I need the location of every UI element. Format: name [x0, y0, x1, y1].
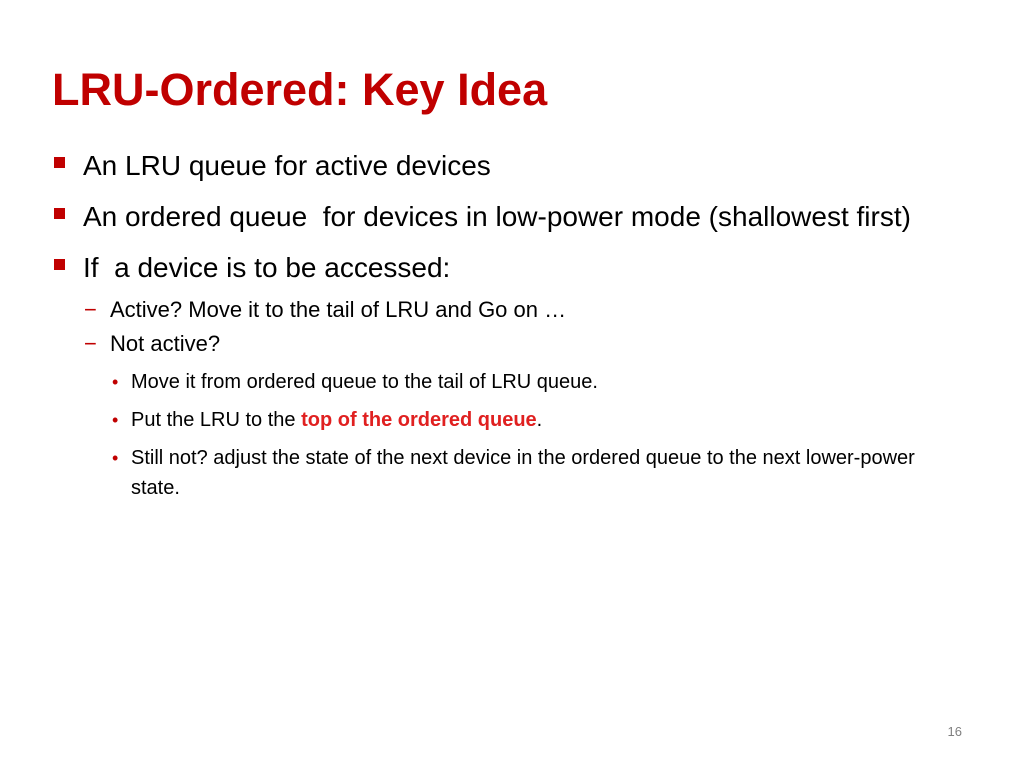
- dot-bullet-icon: •: [112, 372, 119, 392]
- sub-bullet-text: Not active?: [110, 331, 221, 356]
- bullet-item: If a device is to be accessed:: [50, 248, 950, 287]
- sub-sub-bullet-prefix: Put the LRU to the: [131, 409, 302, 431]
- sub-sub-bullet-text: Move it from ordered queue to the tail o…: [131, 371, 598, 393]
- square-bullet-icon: [54, 157, 65, 168]
- dash-bullet-icon: −: [84, 331, 97, 356]
- page-number: 16: [947, 724, 962, 739]
- dot-bullet-icon: •: [112, 448, 119, 468]
- sub-sub-bullet-item: • Move it from ordered queue to the tail…: [50, 367, 950, 397]
- sub-sub-bullet-text: Still not? adjust the state of the next …: [131, 447, 915, 499]
- bullet-text: An ordered queue for devices in low-powe…: [83, 201, 911, 232]
- bullet-item: An ordered queue for devices in low-powe…: [50, 197, 950, 236]
- square-bullet-icon: [54, 259, 65, 270]
- bullet-text: An LRU queue for active devices: [83, 150, 491, 181]
- slide-body: An LRU queue for active devices An order…: [50, 146, 950, 511]
- sub-bullet-item: − Not active?: [50, 329, 950, 359]
- square-bullet-icon: [54, 208, 65, 219]
- dot-bullet-icon: •: [112, 410, 119, 430]
- sub-sub-bullet-item: • Put the LRU to the top of the ordered …: [50, 405, 950, 435]
- sub-sub-bullet-suffix: .: [536, 409, 543, 431]
- sub-bullet-text: Active? Move it to the tail of LRU and G…: [110, 297, 567, 322]
- sub-bullet-item: − Active? Move it to the tail of LRU and…: [50, 295, 950, 325]
- bullet-item: An LRU queue for active devices: [50, 146, 950, 185]
- dash-bullet-icon: −: [84, 297, 97, 322]
- slide-title: LRU-Ordered: Key Idea: [52, 64, 548, 115]
- highlighted-phrase: top of the ordered queue: [301, 409, 537, 431]
- sub-sub-bullet-item: • Still not? adjust the state of the nex…: [50, 443, 950, 503]
- bullet-text: If a device is to be accessed:: [83, 252, 451, 283]
